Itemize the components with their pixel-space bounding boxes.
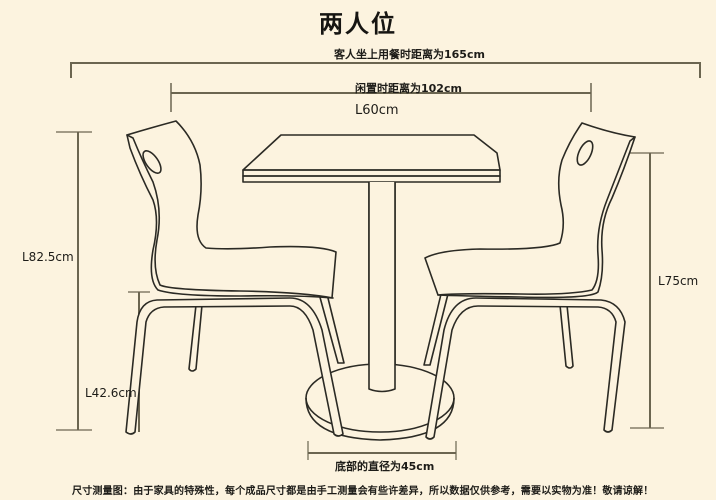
idle-distance-label: 闲置时距离为102cm: [355, 82, 462, 95]
measurement-note: 尺寸测量图：由于家具的特殊性，每个成品尺寸都是由手工测量会有些许差异，所以数据仅…: [72, 486, 654, 497]
table: [242, 134, 501, 441]
page-title: 两人位: [319, 10, 397, 38]
table-length-label: L60cm: [355, 103, 399, 118]
chair-height-label: L82.5cm: [22, 250, 74, 264]
chair-left: [125, 120, 345, 437]
table-height-label: L75cm: [658, 274, 699, 288]
dimension-165-line: [70, 62, 701, 78]
seat-height-label: L42.6cm: [85, 386, 137, 400]
chair-right: [423, 122, 636, 440]
seated-distance-label: 客人坐上用餐时距离为165cm: [334, 48, 485, 61]
base-diameter-label: 底部的直径为45cm: [335, 460, 435, 473]
